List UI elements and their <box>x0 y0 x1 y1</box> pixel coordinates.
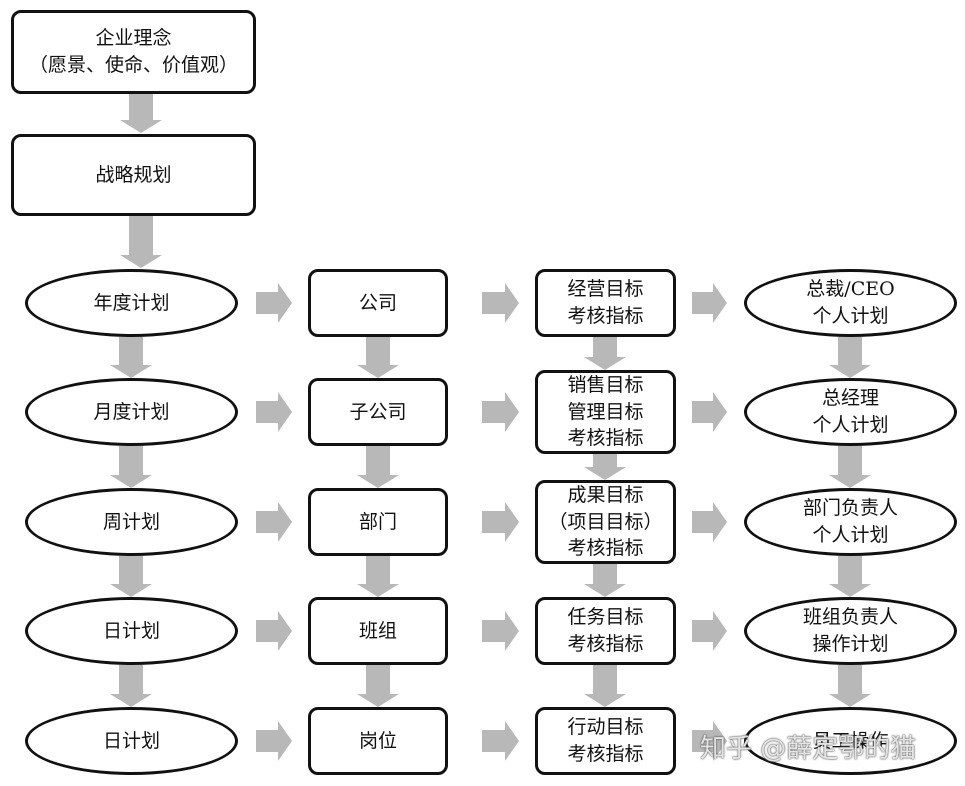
down-arrow-5 <box>584 337 626 370</box>
node-plan-4-line-1: 日计划 <box>102 619 160 642</box>
down-arrow-11 <box>110 556 152 597</box>
node-plan-3: 周计划 <box>25 488 238 556</box>
right-arrow-24 <box>692 392 727 432</box>
node-plan-5-line-1: 日计划 <box>102 729 160 752</box>
node-plan-2-line-1: 月度计划 <box>93 400 170 423</box>
node-personal-4: 班组负责人操作计划 <box>744 597 957 665</box>
node-personal-2: 总经理个人计划 <box>744 378 957 446</box>
node-target-3-line-2: （项目目标） <box>548 510 663 533</box>
node-personal-2-line-2: 个人计划 <box>812 414 889 436</box>
node-philosophy-line-1: 企业理念 <box>95 27 172 50</box>
node-target-2-line-1: 销售目标 <box>567 373 644 396</box>
right-arrow-25 <box>256 502 292 542</box>
node-target-1: 经营目标考核指标 <box>535 269 676 337</box>
node-personal-3: 部门负责人个人计划 <box>744 488 957 556</box>
node-target-2-line-3: 考核指标 <box>567 427 644 450</box>
node-org-1-line-1: 公司 <box>358 291 397 314</box>
right-arrow-33 <box>692 721 727 761</box>
node-target-3-line-3: 考核指标 <box>567 537 644 560</box>
down-arrow-17 <box>584 665 626 707</box>
down-arrow-13 <box>584 564 626 597</box>
node-personal-3-line-2: 个人计划 <box>812 524 889 546</box>
down-arrow-2 <box>120 216 162 268</box>
down-arrow-16 <box>357 665 399 707</box>
node-strategy: 战略规划 <box>11 134 256 216</box>
right-arrow-30 <box>692 611 727 651</box>
node-personal-4-line-1: 班组负责人 <box>802 606 898 629</box>
node-philosophy: 企业理念 （愿景、使命、价值观） <box>11 10 256 94</box>
node-personal-5: 员工操作 <box>744 707 957 775</box>
node-target-5: 行动目标考核指标 <box>535 707 676 775</box>
watermark: 知乎 @薛定鄂的猫 <box>700 734 917 764</box>
right-arrow-32 <box>482 721 519 761</box>
node-plan-1-line-1: 年度计划 <box>93 291 170 314</box>
node-personal-2-line-1: 总经理 <box>821 387 879 410</box>
node-org-3: 部门 <box>308 488 448 556</box>
node-target-4-line-1: 任务目标 <box>567 606 644 629</box>
node-target-3: 成果目标 （项目目标） 考核指标 <box>535 480 676 564</box>
down-arrow-4 <box>357 337 399 378</box>
node-target-2: 销售目标管理目标考核指标 <box>535 370 676 454</box>
node-target-1-line-2: 考核指标 <box>567 305 644 327</box>
node-personal-4-line-2: 操作计划 <box>812 633 889 655</box>
node-target-4-line-2: 考核指标 <box>567 633 644 655</box>
right-arrow-28 <box>256 611 292 651</box>
right-arrow-26 <box>482 502 519 542</box>
node-target-5-line-1: 行动目标 <box>567 716 644 739</box>
node-org-4-line-1: 班组 <box>358 619 397 642</box>
node-philosophy-line-2: （愿景、使命、价值观） <box>28 54 238 76</box>
right-arrow-23 <box>482 392 519 432</box>
node-org-1: 公司 <box>308 269 448 337</box>
down-arrow-12 <box>357 556 399 597</box>
node-org-2-line-1: 子公司 <box>349 400 407 423</box>
node-target-1-line-1: 经营目标 <box>567 278 644 301</box>
node-plan-4: 日计划 <box>25 597 238 665</box>
down-arrow-15 <box>110 665 152 707</box>
right-arrow-31 <box>256 721 292 761</box>
node-org-5-line-1: 岗位 <box>358 729 397 752</box>
node-personal-3-line-1: 部门负责人 <box>802 497 898 520</box>
node-plan-1: 年度计划 <box>25 269 238 337</box>
node-target-3-line-1: 成果目标 <box>567 483 644 506</box>
node-personal-1-line-2: 个人计划 <box>812 305 889 327</box>
down-arrow-8 <box>357 446 399 488</box>
down-arrow-18 <box>829 665 871 707</box>
node-strategy-line-1: 战略规划 <box>95 163 172 186</box>
node-plan-2: 月度计划 <box>25 378 238 446</box>
down-arrow-7 <box>110 446 152 488</box>
right-arrow-20 <box>482 283 519 323</box>
node-personal-1-line-1: 总裁/CEO <box>806 278 895 301</box>
right-arrow-29 <box>482 611 519 651</box>
node-personal-1: 总裁/CEO 个人计划 <box>744 269 957 337</box>
node-plan-5: 日计划 <box>25 707 238 775</box>
node-org-5: 岗位 <box>308 707 448 775</box>
down-arrow-14 <box>829 556 871 597</box>
node-target-4: 任务目标考核指标 <box>535 597 676 665</box>
node-plan-3-line-1: 周计划 <box>102 510 160 533</box>
down-arrow-9 <box>584 454 626 480</box>
down-arrow-6 <box>829 337 871 378</box>
right-arrow-22 <box>256 392 292 432</box>
node-target-5-line-2: 考核指标 <box>567 743 644 765</box>
right-arrow-21 <box>692 283 727 323</box>
down-arrow-1 <box>120 94 162 133</box>
node-org-2: 子公司 <box>308 378 448 446</box>
down-arrow-10 <box>829 446 871 488</box>
node-org-3-line-1: 部门 <box>358 510 397 533</box>
node-personal-5-line-1: 员工操作 <box>812 729 889 752</box>
down-arrow-3 <box>110 337 152 378</box>
right-arrow-19 <box>256 283 292 323</box>
node-target-2-line-2: 管理目标 <box>567 400 644 423</box>
right-arrow-27 <box>692 502 727 542</box>
node-org-4: 班组 <box>308 597 448 665</box>
